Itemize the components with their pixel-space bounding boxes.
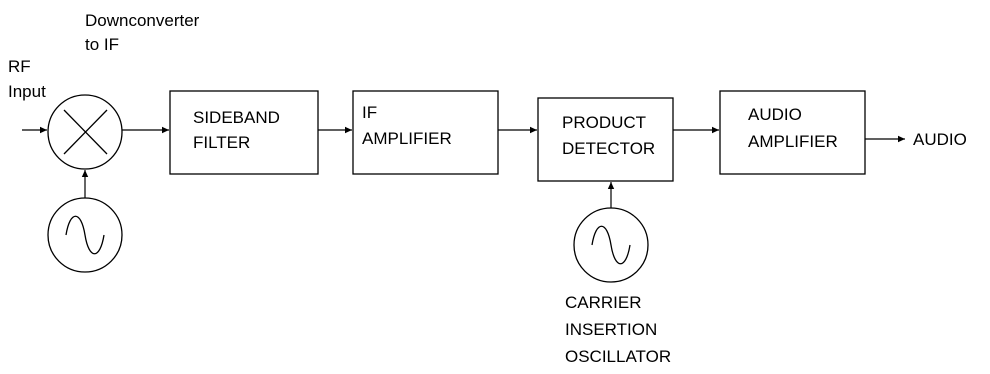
if-amplifier-line1: IF [362,103,377,122]
sine-wave-icon [591,225,631,265]
sideband-filter-block: SIDEBAND FILTER [169,90,319,175]
cio-label-line1: CARRIER [565,293,642,312]
local-oscillator [47,197,123,273]
cio-label-line3: OSCILLATOR [565,347,671,366]
audio-amplifier-line2: AMPLIFIER [748,132,838,151]
cio-label-line2: INSERTION [565,320,657,339]
rf-input-label-line1: RF [8,57,31,76]
if-amplifier-block: IF AMPLIFIER [352,90,499,175]
product-detector-line2: DETECTOR [562,139,655,158]
downconverter-label-line2: to IF [85,35,119,54]
product-detector-line1: PRODUCT [562,113,646,132]
sine-wave-icon [65,215,105,255]
rf-input-label-line2: Input [8,82,46,101]
downconverter-label-line1: Downconverter [85,11,200,30]
if-amplifier-line2: AMPLIFIER [362,129,452,148]
audio-amplifier-block: AUDIO AMPLIFIER [719,90,866,175]
sideband-filter-line1: SIDEBAND [193,108,280,127]
sideband-filter-line2: FILTER [193,133,250,152]
audio-amplifier-line1: AUDIO [748,105,802,124]
carrier-insertion-oscillator [573,207,649,283]
audio-output-label: AUDIO [913,130,967,149]
mixer [47,94,123,170]
product-detector-block: PRODUCT DETECTOR [537,97,674,182]
mixer-x-icon [63,109,108,155]
